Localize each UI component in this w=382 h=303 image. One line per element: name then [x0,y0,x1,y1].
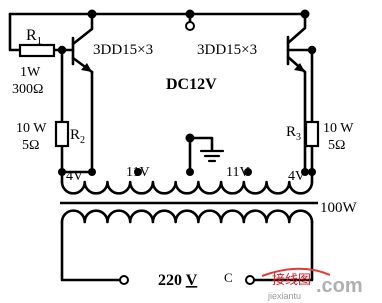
junction-top-center [185,9,195,19]
ground-symbol [199,149,225,163]
tap-label-11v-left: 11V [126,165,150,180]
tap-dot-center [186,168,194,176]
r2-value-label: 5Ω [22,138,39,153]
mains-voltage-label: 220 V [158,272,198,289]
tap-label-4v-left: 4V [66,169,83,184]
transistor-left-label: 3DD15×3 [93,42,153,58]
tap-dot-left-outer [58,168,66,176]
site-watermark: 接线图 .com jiexiantu [261,267,363,301]
output-terminal-right [245,275,255,285]
junction-right-base [307,45,317,55]
junction-top-right [300,9,310,19]
transformer-primary-winding [60,180,314,195]
transistor-right-label: 3DD15×3 [197,42,257,58]
r1-resistor [18,43,56,58]
output-terminal-left [119,275,129,285]
tap-dot-left-mid [134,168,142,176]
tap-dot-right-emitter [301,168,309,176]
watermark-swoosh [261,267,331,277]
transformer-secondary-winding [60,209,314,224]
r2-resistor [54,120,70,148]
left-transistor-collector [71,12,94,46]
r1-power-label: 1W [20,65,41,80]
supply-terminal [185,21,195,31]
r2-label: R2 [70,127,85,146]
power-rating-label: 100W [320,200,358,216]
junction-top-left [87,9,97,19]
supply-voltage-label: DC12V [166,76,217,93]
r3-value-label: 5Ω [328,138,345,153]
primary-turns [60,180,314,195]
secondary-right-wire [252,220,314,282]
watermark-domain: .com [316,275,363,297]
tap-dot-right-outer [308,168,316,176]
tap-dot-right-mid [244,168,252,176]
secondary-turns [60,209,314,224]
r1-label: R1 [26,27,42,47]
r3-resistor [304,120,320,148]
tap-label-11v-right: 11V [226,165,250,180]
r3-power-label: 10 W [323,121,354,136]
ground-lead-wire [188,136,214,152]
right-emitter-arrow [294,63,305,72]
tap-label-4v-right: 4V [288,169,305,184]
tap-dot-left-emitter [88,168,96,176]
right-transistor-collector [286,12,307,45]
junction-left-base [57,45,67,55]
watermark-url: jiexiantu [267,291,301,301]
left-emitter-arrow [81,63,92,72]
secondary-left-wire [60,220,122,282]
junction-center-tap [185,133,195,143]
r3-label: R3 [286,124,301,143]
watermark-cn-text: 接线图 [272,272,311,287]
r2-power-label: 10 W [16,121,47,136]
r1-value-label: 300Ω [12,82,43,97]
mains-symbol: C [224,270,233,285]
